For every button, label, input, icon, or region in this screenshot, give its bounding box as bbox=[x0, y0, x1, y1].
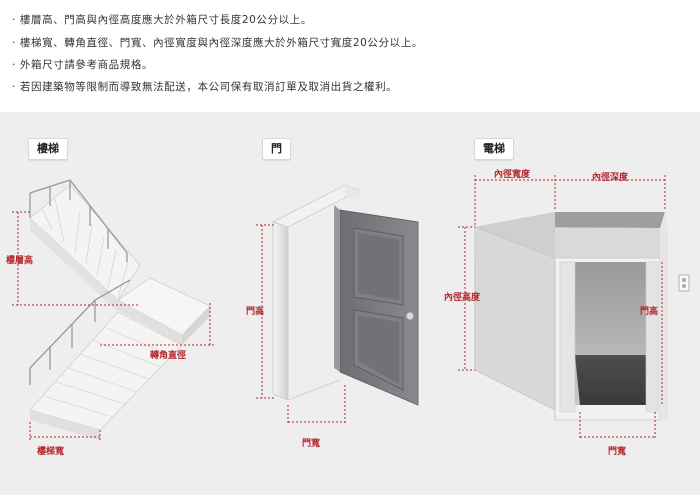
corner-diameter-label: 轉角直徑 bbox=[150, 351, 187, 361]
note-4: · 若因建築物等限制而導致無法配送，本公司保有取消訂單及取消出貨之權利。 bbox=[12, 81, 398, 93]
door-width-label: 門寬 bbox=[302, 439, 321, 449]
floor-height-label: 樓層高 bbox=[6, 256, 34, 266]
stairs-illustration bbox=[29, 179, 211, 440]
elevator-button-panel bbox=[678, 274, 690, 292]
note-2: · 樓梯寬、轉角直徑、門寬、內徑寬度與內徑深度應大於外箱尺寸寬度20公分以上。 bbox=[12, 37, 423, 49]
stair-width-label: 樓梯寬 bbox=[37, 447, 65, 457]
inner-width-label: 內徑寬度 bbox=[494, 170, 531, 180]
stairs-section-label: 樓梯 bbox=[28, 138, 68, 160]
dimension-lines bbox=[12, 175, 666, 440]
inner-depth-label: 內徑深度 bbox=[592, 173, 629, 183]
elevator-door-width-label: 門寬 bbox=[608, 447, 627, 457]
door-height-label: 門高 bbox=[246, 307, 265, 317]
notes-section: · 樓層高、門高與內徑高度應大於外箱尺寸長度20公分以上。 · 樓梯寬、轉角直徑… bbox=[0, 0, 700, 112]
door-section-label: 門 bbox=[262, 138, 291, 160]
note-1: · 樓層高、門高與內徑高度應大於外箱尺寸長度20公分以上。 bbox=[12, 14, 312, 26]
elevator-illustration bbox=[474, 212, 690, 421]
elevator-section-label: 電梯 bbox=[474, 138, 514, 160]
door-illustration bbox=[271, 184, 419, 406]
inner-height-label: 內徑高度 bbox=[444, 293, 481, 303]
elevator-door-height-label: 門高 bbox=[640, 307, 659, 317]
note-3: · 外箱尺寸請參考商品規格。 bbox=[12, 59, 154, 71]
